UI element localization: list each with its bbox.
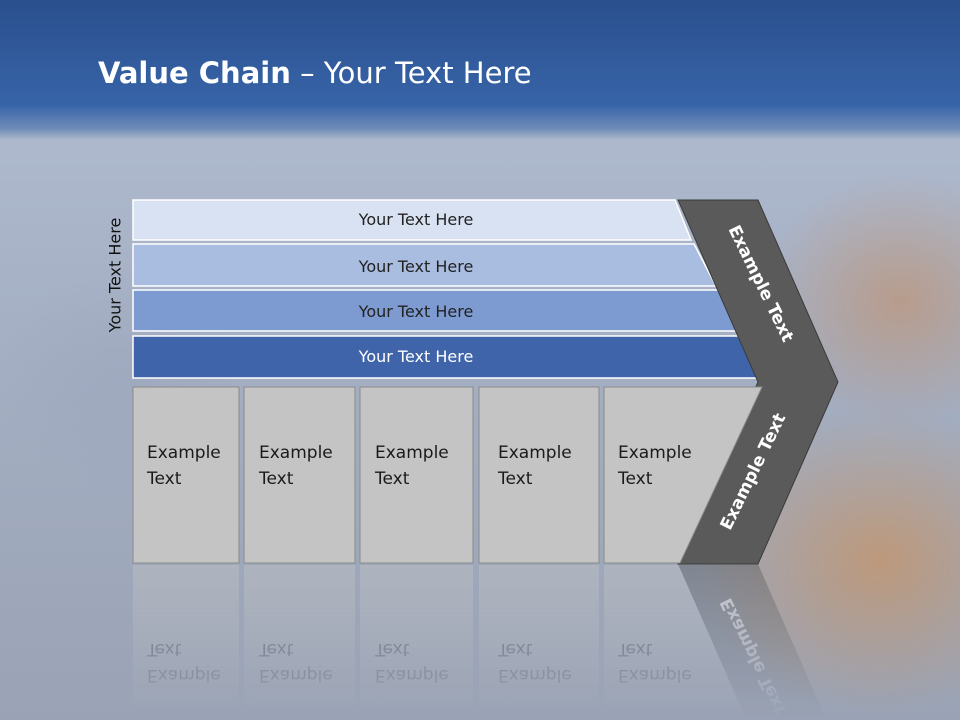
- box-4-line2: Text: [497, 469, 533, 489]
- box-5-line2: Text: [617, 469, 653, 489]
- box-5: Example Text: [603, 386, 763, 564]
- box-3: Example Text: [359, 386, 474, 564]
- reflection-box-2-line1: Example: [259, 665, 333, 685]
- bar-2: Your Text Here: [132, 243, 718, 287]
- box-2-shape: [243, 386, 356, 564]
- box-1-line1: Example: [147, 443, 221, 463]
- box-2: Example Text: [243, 386, 356, 564]
- box-4-shape: [478, 386, 600, 564]
- bar-1-label: Your Text Here: [358, 210, 474, 229]
- title-bold: Value Chain: [98, 56, 291, 90]
- box-4-line1: Example: [498, 443, 572, 463]
- side-label: Your Text Here: [105, 217, 125, 333]
- box-1-line2: Text: [146, 469, 182, 489]
- reflection-box-1-line2: Text: [146, 639, 182, 659]
- box-1-shape: [132, 386, 240, 564]
- box-5-line1: Example: [618, 443, 692, 463]
- bar-3-label: Your Text Here: [358, 302, 474, 321]
- slide-title: Value Chain – Your Text Here: [98, 56, 532, 90]
- box-3-line1: Example: [375, 443, 449, 463]
- reflection-box-5-line2: Text: [617, 639, 653, 659]
- reflection-box-5-line1: Example: [618, 665, 692, 685]
- bar-2-label: Your Text Here: [358, 257, 474, 276]
- box-1: Example Text: [132, 386, 240, 564]
- bar-4: Your Text Here: [132, 335, 766, 379]
- box-4: Example Text: [478, 386, 600, 564]
- bar-1: Your Text Here: [132, 199, 693, 241]
- box-5-shape: [603, 386, 763, 564]
- title-banner: [0, 0, 960, 140]
- bar-1-shape: [132, 199, 693, 241]
- box-3-shape: [359, 386, 474, 564]
- box-2-line1: Example: [259, 443, 333, 463]
- reflection-box-3-line2: Text: [374, 639, 410, 659]
- reflection-box-1-line1: Example: [147, 665, 221, 685]
- reflection-box-3-line1: Example: [375, 665, 449, 685]
- title-rest: – Your Text Here: [290, 56, 532, 90]
- bar-4-label: Your Text Here: [358, 347, 474, 366]
- reflection-box-4-line2: Text: [497, 639, 533, 659]
- reflection-box-4-line1: Example: [498, 665, 572, 685]
- diagram-reflection: Example Text Example Text Example Text E…: [133, 564, 827, 720]
- bar-3: Your Text Here: [132, 289, 742, 332]
- box-3-line2: Text: [374, 469, 410, 489]
- box-2-line2: Text: [258, 469, 294, 489]
- reflection-box-2-line2: Text: [258, 639, 294, 659]
